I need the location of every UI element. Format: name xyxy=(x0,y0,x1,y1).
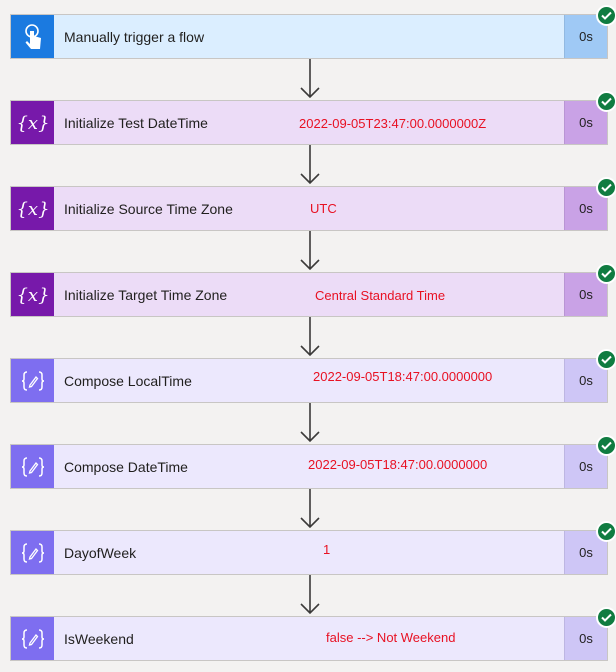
step-title: Compose LocalTime xyxy=(64,372,192,389)
success-check-icon xyxy=(596,177,616,198)
annotation-target-time-zone: Central Standard Time xyxy=(315,288,446,303)
compose-icon xyxy=(11,617,54,660)
step-title: Initialize Source Time Zone xyxy=(64,200,233,217)
annotation-localtime: 2022-09-05T18:47:00.0000000 xyxy=(313,369,493,384)
step-initialize-test-datetime[interactable]: {x} Initialize Test DateTime 0s xyxy=(10,100,608,145)
svg-text:{x}: {x} xyxy=(18,113,48,134)
step-title: IsWeekend xyxy=(64,630,134,647)
svg-text:{x}: {x} xyxy=(18,285,48,306)
step-duration: 0s xyxy=(564,101,607,144)
hand-tap-icon xyxy=(11,15,54,58)
step-duration: 0s xyxy=(564,15,607,58)
step-duration: 0s xyxy=(564,531,607,574)
connector-arrow-icon xyxy=(300,59,320,99)
annotation-test-datetime: 2022-09-05T23:47:00.0000000Z xyxy=(299,116,487,131)
variable-braces-icon: {x} xyxy=(11,101,54,144)
variable-braces-icon: {x} xyxy=(11,273,54,316)
success-check-icon xyxy=(596,5,616,26)
compose-icon xyxy=(11,359,54,402)
compose-icon xyxy=(11,445,54,488)
step-initialize-target-time-zone[interactable]: {x} Initialize Target Time Zone 0s xyxy=(10,272,608,317)
variable-braces-icon: {x} xyxy=(11,187,54,230)
annotation-datetime: 2022-09-05T18:47:00.0000000 xyxy=(308,457,488,472)
step-isweekend[interactable]: IsWeekend 0s xyxy=(10,616,608,661)
connector-arrow-icon xyxy=(300,145,320,185)
annotation-source-time-zone: UTC xyxy=(310,201,337,216)
step-manual-trigger[interactable]: Manually trigger a flow 0s xyxy=(10,14,608,59)
step-title: Initialize Test DateTime xyxy=(64,114,208,131)
annotation-dayofweek: 1 xyxy=(323,542,331,557)
success-check-icon xyxy=(596,349,616,370)
step-title: DayofWeek xyxy=(64,544,137,561)
connector-arrow-icon xyxy=(300,575,320,615)
success-check-icon xyxy=(596,607,616,628)
step-title: Initialize Target Time Zone xyxy=(64,286,228,303)
step-dayofweek[interactable]: DayofWeek 0s xyxy=(10,530,608,575)
annotation-isweekend: false --> Not Weekend xyxy=(326,630,456,645)
step-initialize-source-time-zone[interactable]: {x} Initialize Source Time Zone 0s xyxy=(10,186,608,231)
step-compose-datetime[interactable]: Compose DateTime 0s xyxy=(10,444,608,489)
connector-arrow-icon xyxy=(300,489,320,529)
svg-text:{x}: {x} xyxy=(18,199,48,220)
success-check-icon xyxy=(596,91,616,112)
success-check-icon xyxy=(596,521,616,542)
step-compose-localtime[interactable]: Compose LocalTime 0s xyxy=(10,358,608,403)
step-title: Manually trigger a flow xyxy=(64,28,205,45)
connector-arrow-icon xyxy=(300,403,320,443)
connector-arrow-icon xyxy=(300,317,320,357)
success-check-icon xyxy=(596,435,616,456)
step-title: Compose DateTime xyxy=(64,458,188,475)
connector-arrow-icon xyxy=(300,231,320,271)
success-check-icon xyxy=(596,263,616,284)
compose-icon xyxy=(11,531,54,574)
